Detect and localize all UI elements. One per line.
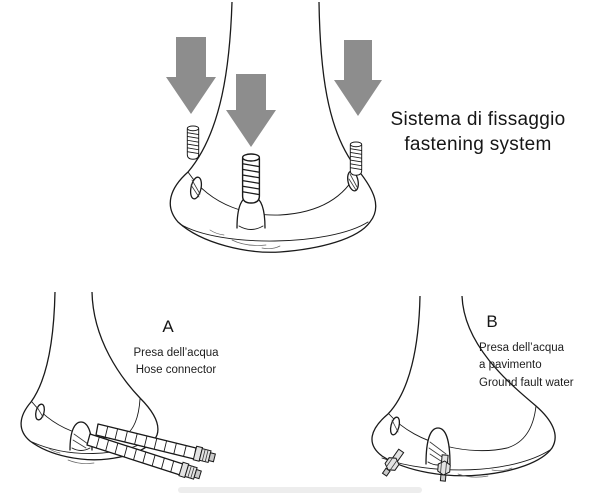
shadow-scribble-a — [47, 447, 95, 464]
hose-fitting-upper — [192, 445, 216, 464]
fastening-slot-right — [347, 170, 359, 192]
base-bottom-edge-b — [381, 449, 551, 471]
section-b-caption: Presa dell’acqua a pavimento Ground faul… — [479, 340, 591, 392]
down-arrow-center — [226, 74, 276, 147]
base-hem-line-b — [388, 405, 537, 452]
screw-center — [241, 153, 261, 204]
floor-connector-left — [381, 448, 405, 477]
diagram-title: Sistema di fissaggio fastening system — [372, 108, 584, 157]
shadow-scribble — [209, 229, 281, 250]
bottom-shadow-bar — [178, 487, 422, 493]
floor-water-illustration — [371, 296, 556, 482]
section-a-caption-line2: Hose connector — [135, 364, 217, 377]
shadow-scribble-b — [457, 467, 513, 478]
column-base-outline — [169, 2, 377, 253]
fastening-slot-a — [35, 403, 45, 421]
screw-left — [186, 125, 200, 160]
diagram-title-line2: fastening system — [404, 133, 552, 155]
diagram-title-line1: Sistema di fissaggio — [390, 109, 566, 130]
column-base-outline-b — [371, 296, 556, 477]
section-a-caption: Presa dell’acqua Hose connector — [116, 345, 236, 380]
section-a-caption-line1: Presa dell’acqua — [133, 347, 219, 359]
section-b-caption-line3: Ground fault water — [479, 376, 574, 389]
screw-right — [349, 141, 363, 176]
down-arrow-right — [334, 40, 382, 116]
fastening-slot-b — [389, 416, 401, 436]
section-b-caption-line1: Presa dell’acqua — [479, 342, 565, 354]
section-a-label: A — [162, 317, 174, 336]
hose-fitting-lower — [178, 461, 202, 480]
base-hem-line — [187, 169, 359, 216]
section-b-label: B — [486, 312, 498, 331]
base-bottom-edge — [179, 221, 369, 242]
hose-connector-illustration — [20, 292, 216, 480]
down-arrow-left — [166, 37, 216, 114]
floor-connector-center — [437, 454, 451, 482]
section-b-caption-line2: a pavimento — [479, 359, 542, 372]
flex-hose-lower — [86, 433, 202, 480]
fastening-system-illustration — [166, 2, 382, 253]
fastening-slot-left — [189, 176, 203, 200]
column-base-outline-a — [20, 292, 159, 461]
flex-hose-upper — [95, 423, 216, 464]
